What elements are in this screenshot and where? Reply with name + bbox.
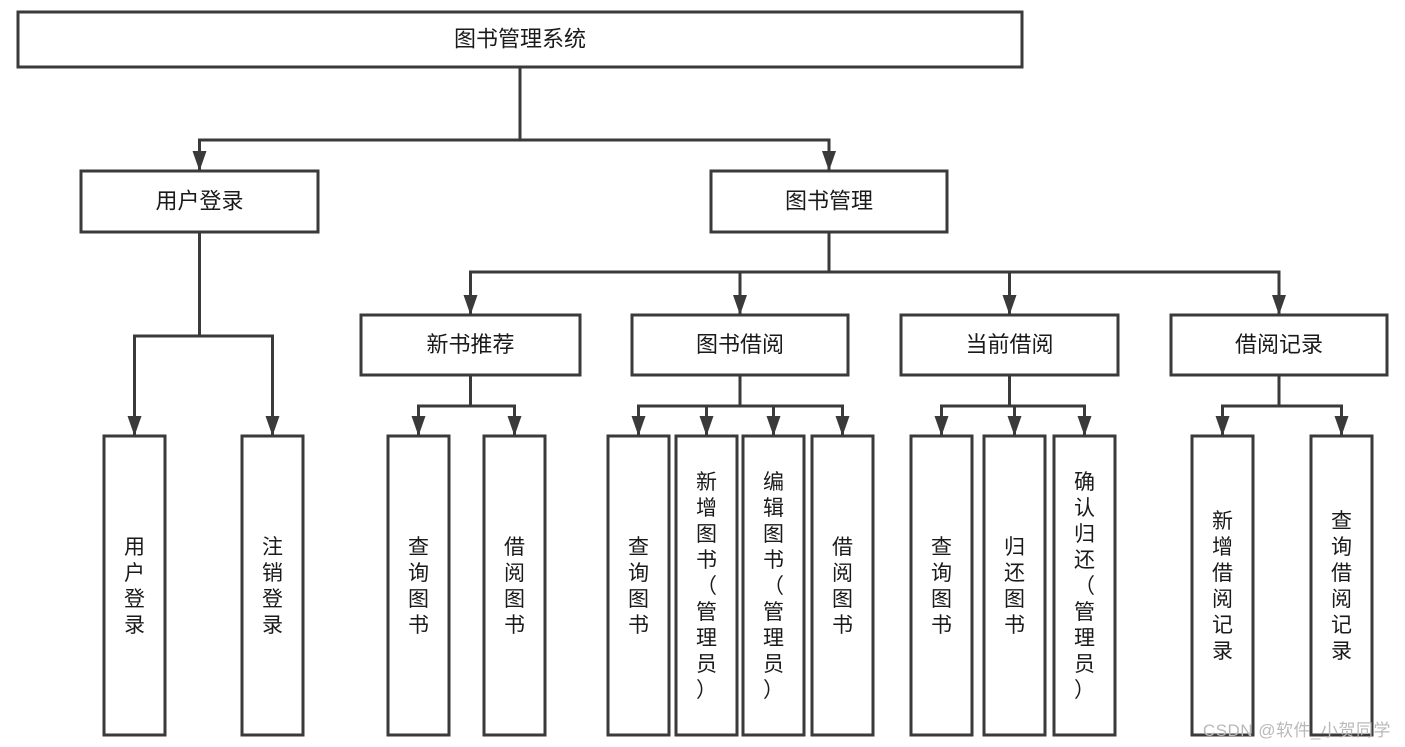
node-leaf-query-book-1[interactable]: 查询图书: [386, 434, 451, 737]
node-label: 归还图书: [1004, 536, 1025, 637]
node-box[interactable]: [79, 169, 320, 234]
edge-arrowhead: [1215, 416, 1230, 436]
edge-arrowhead: [127, 416, 142, 436]
edge-arrowhead: [835, 416, 850, 436]
node-box[interactable]: [982, 434, 1047, 737]
node-label: 查询图书: [408, 536, 429, 637]
node-leaf-query-book-3[interactable]: 查询图书: [909, 434, 974, 737]
node-leaf-borrow-book-1[interactable]: 借阅图书: [482, 434, 547, 737]
edge-arrowhead: [463, 295, 478, 315]
edge-arrowhead: [411, 416, 426, 436]
node-label: 图书管理: [785, 188, 873, 213]
node-leaf-return-book[interactable]: 归还图书: [982, 434, 1047, 737]
edge-arrowhead: [934, 416, 949, 436]
node-box[interactable]: [606, 434, 671, 737]
edge-arrowhead: [699, 416, 714, 436]
node-leaf-user-login[interactable]: 用户登录: [102, 434, 167, 737]
node-label: 注销登录: [262, 536, 283, 637]
edge-arrowhead: [507, 416, 522, 436]
node-current-borrow[interactable]: 当前借阅: [899, 313, 1120, 377]
node-leaf-confirm-return[interactable]: 确认归还（管理员）: [1052, 434, 1117, 737]
edge-arrowhead: [766, 416, 781, 436]
node-leaf-borrow-book-2[interactable]: 借阅图书: [810, 434, 875, 737]
node-label: 确认归还（管理员）: [1074, 471, 1095, 702]
node-book-borrow[interactable]: 图书借阅: [630, 313, 850, 377]
node-box[interactable]: [16, 10, 1024, 69]
node-box[interactable]: [1190, 434, 1255, 737]
node-label: 借阅记录: [1235, 332, 1323, 357]
node-borrow-record[interactable]: 借阅记录: [1169, 313, 1389, 377]
edge-arrowhead: [1334, 416, 1349, 436]
node-label: 查询图书: [628, 536, 649, 637]
edge-arrowhead: [1002, 295, 1017, 315]
node-leaf-query-book-2[interactable]: 查询图书: [606, 434, 671, 737]
node-leaf-add-record[interactable]: 新增借阅记录: [1190, 434, 1255, 737]
edge-arrowhead: [1077, 416, 1092, 436]
node-new-book-rec[interactable]: 新书推荐: [359, 313, 582, 377]
edge-arrowhead: [733, 295, 747, 315]
node-box[interactable]: [1169, 313, 1389, 377]
node-label: 图书借阅: [696, 332, 784, 357]
node-leaf-add-book[interactable]: 新增图书（管理员）: [674, 434, 739, 737]
edge-arrowhead: [265, 416, 280, 436]
node-leaf-query-record[interactable]: 查询借阅记录: [1309, 434, 1374, 737]
edge-arrowhead: [192, 151, 207, 171]
node-book-manage[interactable]: 图书管理: [709, 169, 949, 234]
node-box[interactable]: [240, 434, 305, 737]
node-label: 查询借阅记录: [1331, 510, 1352, 663]
node-box[interactable]: [359, 313, 582, 377]
node-box[interactable]: [1309, 434, 1374, 737]
node-box[interactable]: [709, 169, 949, 234]
node-box[interactable]: [482, 434, 547, 737]
node-label: 图书管理系统: [454, 26, 586, 51]
node-label: 查询图书: [931, 536, 952, 637]
node-user-login[interactable]: 用户登录: [79, 169, 320, 234]
node-label: 编辑图书（管理员）: [763, 471, 784, 702]
edge-arrowhead: [631, 416, 646, 436]
node-leaf-user-logout[interactable]: 注销登录: [240, 434, 305, 737]
node-label: 当前借阅: [965, 332, 1053, 357]
node-box[interactable]: [386, 434, 451, 737]
node-box[interactable]: [899, 313, 1120, 377]
node-box[interactable]: [810, 434, 875, 737]
node-label: 用户登录: [124, 536, 145, 637]
node-label: 新书推荐: [426, 332, 514, 357]
node-label: 新增图书（管理员）: [696, 471, 717, 702]
node-box[interactable]: [1052, 434, 1117, 737]
node-label: 新增借阅记录: [1212, 510, 1233, 663]
edge-arrowhead: [822, 151, 836, 171]
node-box[interactable]: [674, 434, 739, 737]
edge-arrowhead: [1007, 416, 1022, 436]
node-root[interactable]: 图书管理系统: [16, 10, 1024, 69]
node-box[interactable]: [909, 434, 974, 737]
node-box[interactable]: [630, 313, 850, 377]
edge-arrowhead: [1272, 295, 1286, 315]
csdn-watermark: CSDN @软件_小贺同学: [1202, 721, 1391, 740]
node-label: 借阅图书: [832, 536, 853, 637]
node-label: 用户登录: [155, 188, 243, 213]
node-leaf-edit-book[interactable]: 编辑图书（管理员）: [741, 434, 806, 737]
node-box[interactable]: [102, 434, 167, 737]
node-label: 借阅图书: [504, 536, 525, 637]
node-box[interactable]: [741, 434, 806, 737]
